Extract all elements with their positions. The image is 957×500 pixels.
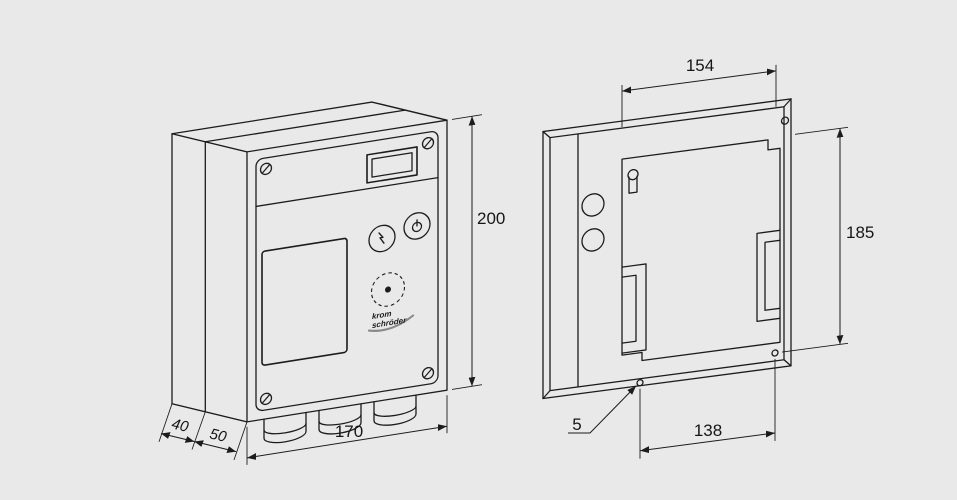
cable-gland-seam [318, 414, 362, 426]
panel-seam-line [255, 176, 439, 208]
cable-gland-seam [373, 405, 417, 417]
dim-depth-rear-label: 40 [170, 415, 191, 436]
screw-slot [423, 138, 433, 148]
dim-hole-spacing-label: 138 [694, 421, 722, 440]
front-panel: krom schröder [255, 130, 439, 412]
display-screen [371, 152, 413, 178]
housing-split-top [204, 109, 406, 143]
screw-slot [261, 164, 271, 174]
dim-line-depth-front [194, 440, 237, 453]
brand-swoosh [367, 314, 415, 332]
reset-button [368, 224, 396, 253]
screw-icon [421, 366, 435, 380]
interior-outline [621, 139, 781, 362]
right-mounting-channel [756, 229, 781, 322]
left-mounting-channel [621, 263, 647, 354]
knockout-hole [581, 193, 605, 217]
dim-line-depth-rear [160, 432, 195, 443]
screw-icon [259, 392, 273, 406]
rear-view [542, 64, 848, 459]
mounting-hole [780, 116, 790, 125]
cable-gland-seam [263, 422, 307, 435]
dim-rear-width-label: 154 [686, 56, 714, 75]
ext-line [191, 411, 206, 450]
power-button [403, 212, 431, 240]
dim-line-width [247, 424, 447, 460]
dim-depth-front-label: 50 [208, 425, 229, 446]
front-face [246, 119, 448, 423]
screw-slot [261, 394, 271, 404]
keyhole-slot [627, 168, 639, 181]
rear-top-edge [171, 101, 373, 135]
display [366, 146, 418, 184]
mounting-hole [636, 379, 644, 387]
buttons [368, 212, 431, 253]
dim-hole-diameter-label: 5 [572, 415, 581, 434]
mounting-hole [771, 349, 779, 357]
dim-line-hole-spacing [640, 430, 775, 453]
label-window [261, 237, 348, 366]
dim-rear-height-label: 185 [846, 223, 874, 242]
knockout-hole [581, 228, 605, 252]
rim-corner-edges [542, 98, 792, 400]
dimension-labels: 200 170 40 50 154 185 138 5 [170, 56, 874, 446]
viewing-window-dot [385, 286, 391, 293]
screw-icon [421, 136, 435, 150]
brand-line1: krom [372, 309, 392, 321]
depth-edge-bottom-left [171, 403, 248, 423]
depth-edge-top-right [371, 101, 448, 121]
screw-slot [423, 368, 433, 378]
rear-outer-rim [542, 98, 792, 400]
ext-line [233, 421, 248, 461]
brand-logo: krom schröder [367, 309, 415, 332]
rear-inner-rim [549, 106, 785, 392]
viewing-window [370, 272, 406, 307]
ext-line [452, 384, 482, 390]
cable-knockouts [581, 193, 605, 252]
dim-height-label: 200 [477, 209, 505, 228]
front-view-dimensions [158, 114, 482, 465]
depth-edge-top-left [171, 133, 248, 153]
front-panel-frame [255, 130, 439, 412]
rear-housing-outline [542, 98, 792, 400]
dim-line-rear-width [622, 68, 776, 94]
front-view: krom schröder [158, 101, 482, 465]
ext-line [452, 114, 482, 120]
rear-view-dimensions [621, 64, 848, 459]
reset-button-icon [378, 232, 385, 244]
panel-screws [259, 136, 435, 406]
ext-line [782, 342, 848, 353]
display-bezel [366, 146, 418, 184]
hole-diameter-leader [568, 385, 637, 434]
interior-contour [621, 116, 790, 387]
keyhole-slot-tail [628, 175, 638, 194]
housing-outline [171, 101, 448, 423]
dim-width-label: 170 [335, 422, 363, 441]
viewing-window-circle [370, 272, 406, 307]
screw-icon [259, 162, 273, 176]
